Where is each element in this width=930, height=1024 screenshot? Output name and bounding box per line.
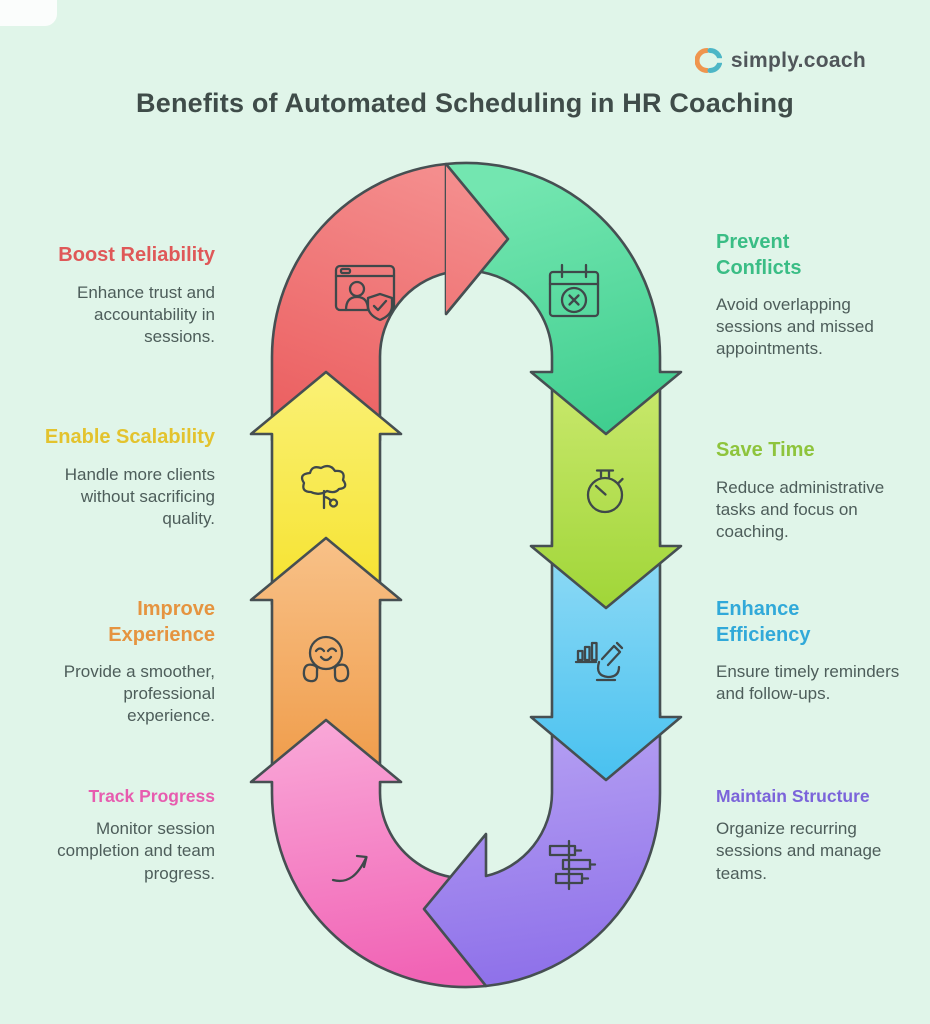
user-verification-icon: [334, 264, 396, 322]
benefit-save-time: Save Time Reduce administrative tasks an…: [716, 438, 904, 543]
delighted-face-icon: [302, 635, 350, 683]
arrow-segment-track-progress: [249, 718, 488, 989]
benefit-heading: Improve Experience: [108, 598, 215, 646]
microscope-analysis-icon: [574, 641, 624, 682]
arrow-segment-prevent-conflicts: [444, 161, 683, 436]
benefit-description: Provide a smoother, professional experie…: [63, 662, 215, 726]
arrow-segment-enable-scalability: [249, 370, 403, 606]
brand-logo-text: simply.coach: [730, 48, 866, 72]
benefit-improve-experience: Improve Experience Provide a smoother, p…: [31, 597, 215, 727]
benefit-heading: Prevent Conflicts: [716, 231, 802, 279]
arrow-segment-maintain-structure: [422, 711, 662, 988]
benefit-description: Enhance trust and accountability in sess…: [77, 282, 215, 346]
benefit-enable-scalability: Enable Scalability Handle more clients w…: [31, 425, 215, 530]
arrow-segment-enhance-efficiency: [529, 540, 683, 782]
benefit-enhance-efficiency: Enhance Efficiency Ensure timely reminde…: [716, 597, 904, 705]
brand-logo-icon: [694, 48, 722, 73]
benefit-track-progress: Track Progress Monitor session completio…: [31, 785, 215, 885]
benefit-heading: Enhance Efficiency: [716, 598, 811, 646]
benefit-boost-reliability: Boost Reliability Enhance trust and acco…: [31, 243, 215, 348]
gantt-chart-icon: [548, 839, 597, 891]
brand-logo: simply.coach: [694, 47, 866, 74]
benefit-maintain-structure: Maintain Structure Organize recurring se…: [716, 785, 904, 885]
benefit-description: Organize recurring sessions and manage t…: [716, 819, 882, 883]
benefit-heading: Enable Scalability: [44, 426, 215, 448]
arrow-segment-save-time: [529, 368, 683, 610]
benefit-description: Monitor session completion and team prog…: [57, 819, 215, 883]
benefit-prevent-conflicts: Prevent Conflicts Avoid overlapping sess…: [716, 230, 904, 360]
benefit-description: Reduce administrative tasks and focus on…: [716, 477, 885, 541]
benefit-description: Ensure timely reminders and follow-ups.: [716, 662, 900, 704]
benefit-heading: Track Progress: [88, 786, 215, 806]
page-corner-artifact: [0, 0, 57, 26]
stopwatch-icon: [586, 469, 624, 514]
benefit-heading: Maintain Structure: [716, 786, 870, 806]
benefit-description: Handle more clients without sacrificing …: [64, 464, 215, 528]
benefit-description: Avoid overlapping sessions and missed ap…: [716, 295, 874, 359]
page-title: Benefits of Automated Scheduling in HR C…: [136, 88, 794, 118]
calendar-cancel-icon: [548, 263, 600, 318]
arrow-head-boost-reliability: [444, 163, 510, 315]
benefit-heading: Boost Reliability: [58, 244, 215, 266]
arrow-segment-improve-experience: [249, 536, 403, 788]
growth-tree-icon: [300, 464, 347, 510]
progress-arrow-icon: [331, 854, 368, 883]
benefit-heading: Save Time: [716, 439, 815, 461]
